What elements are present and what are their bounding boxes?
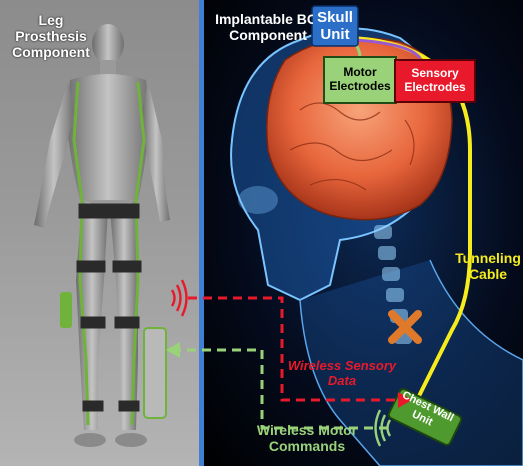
sensory-electrodes-label: Sensory Electrodes [396, 67, 474, 95]
bci-component-label: Implantable BCI Component [208, 11, 328, 43]
motor-electrodes-label: Motor Electrodes [325, 66, 395, 94]
knee-actuator [60, 292, 72, 328]
eye-socket [238, 186, 278, 214]
motor-electrodes-box: Motor Electrodes [323, 56, 397, 104]
sensory-electrodes-box: Sensory Electrodes [394, 59, 476, 103]
signal-icon-sensory [172, 280, 187, 316]
tunneling-cable-label: Tunneling Cable [452, 250, 523, 282]
leg-prosthesis-label: Leg Prosthesis Component [6, 12, 96, 60]
skull-unit-label: Skull Unit [313, 8, 357, 45]
wireless-sensory-label: Wireless Sensory Data [282, 359, 402, 389]
wireless-motor-label: Wireless Motor Commands [232, 422, 382, 454]
leg-device [144, 328, 166, 418]
